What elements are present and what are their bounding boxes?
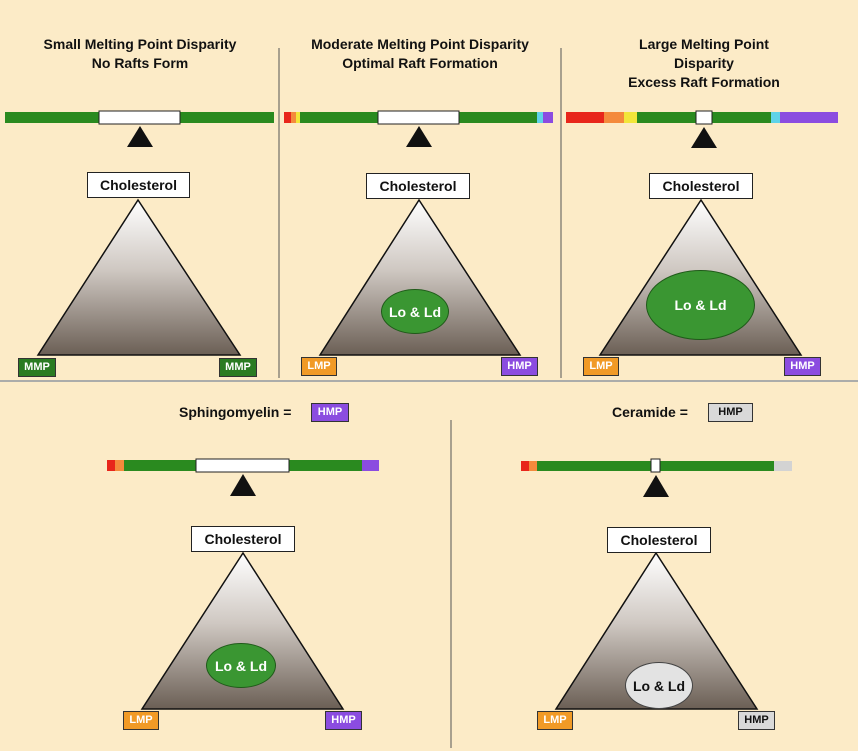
panel-1-title-line-2: No Rafts Form [91, 55, 189, 71]
panel-3-cholesterol-label: Cholesterol [649, 173, 753, 199]
panel-5-bar-orange [529, 461, 537, 471]
panel-1-right-label: MMP [219, 358, 257, 377]
panel-2-right-label: HMP [501, 357, 538, 376]
panel-4-left-label: LMP [123, 711, 159, 730]
panel-1-left-label: MMP [18, 358, 56, 377]
panel-3-title-line-1: Large Melting Point [639, 36, 769, 52]
panel-4-bar-window [195, 458, 290, 473]
panel-5-left-label: LMP [537, 711, 573, 730]
panel-3-left-label: LMP [583, 357, 619, 376]
panel-3-bar-yellow [624, 112, 637, 123]
panel-2-title: Moderate Melting Point Disparity Optimal… [285, 35, 555, 73]
panel-5-cholesterol-label: Cholesterol [607, 527, 711, 553]
panel-4-triangle [140, 551, 345, 710]
panel-2-bar-cyan [537, 112, 543, 123]
panel-4-raft-ellipse: Lo & Ld [206, 643, 276, 688]
panel-5-equation-text: Ceramide = [612, 404, 688, 420]
panel-2-title-line-2: Optimal Raft Formation [342, 55, 498, 71]
panel-3-raft-ellipse: Lo & Ld [646, 270, 755, 340]
panel-3-title-line-2: Disparity [674, 55, 734, 71]
panel-4-equation-text: Sphingomyelin = [179, 404, 292, 420]
panel-1-triangle [36, 198, 242, 356]
panel-4-bar-orange [115, 460, 124, 471]
panel-2-triangle [318, 198, 522, 356]
panel-4-graphics [107, 458, 379, 710]
panel-5-bar-red [521, 461, 529, 471]
panel-4-bar-purple [362, 460, 379, 471]
panel-2-bar-window [377, 110, 460, 125]
panel-5-equation-badge: HMP [708, 403, 753, 422]
panel-3-bar-window [695, 110, 713, 125]
panel-1-cholesterol-label: Cholesterol [87, 172, 190, 198]
panel-5-raft-ellipse: Lo & Ld [625, 662, 693, 709]
panel-4-equation-badge: HMP [311, 403, 349, 422]
panel-3-title-line-3: Excess Raft Formation [628, 74, 780, 90]
panel-3-fulcrum [691, 127, 717, 148]
panel-2-graphics [284, 110, 553, 356]
panel-2-left-label: LMP [301, 357, 337, 376]
panel-1-title: Small Melting Point Disparity No Rafts F… [10, 35, 270, 73]
panel-3-bar-orange [604, 112, 624, 123]
panel-3-bar-red [566, 112, 604, 123]
panel-2-bar-red [284, 112, 291, 123]
panel-2-bar-purple [543, 112, 553, 123]
panel-1-bar-window [98, 110, 181, 125]
panel-2-bar-yellow [296, 112, 300, 123]
panel-2-bar-orange [291, 112, 296, 123]
panel-1-graphics [5, 110, 274, 356]
panel-5-graphics [521, 458, 792, 710]
panel-4-cholesterol-label: Cholesterol [191, 526, 295, 552]
panel-2-cholesterol-label: Cholesterol [366, 173, 470, 199]
panel-2-raft-ellipse: Lo & Ld [381, 289, 449, 334]
panel-2-title-line-1: Moderate Melting Point Disparity [311, 36, 529, 52]
panel-3-bar-purple [780, 112, 838, 123]
panel-1-fulcrum [127, 126, 153, 147]
panel-4-bar-red [107, 460, 115, 471]
panel-5-bar-gray [774, 461, 792, 471]
panel-3-right-label: HMP [784, 357, 821, 376]
panel-5-bar-window [650, 458, 661, 473]
panel-2-fulcrum [406, 126, 432, 147]
panel-3-title: Large Melting Point Disparity Excess Raf… [566, 35, 842, 92]
panel-4-fulcrum [230, 474, 256, 496]
panel-5-right-label: HMP [738, 711, 775, 730]
panel-4-right-label: HMP [325, 711, 362, 730]
panel-1-title-line-1: Small Melting Point Disparity [43, 36, 237, 52]
panel-3-bar-cyan [771, 112, 780, 123]
panel-5-triangle [554, 551, 759, 710]
panel-5-fulcrum [643, 475, 669, 497]
